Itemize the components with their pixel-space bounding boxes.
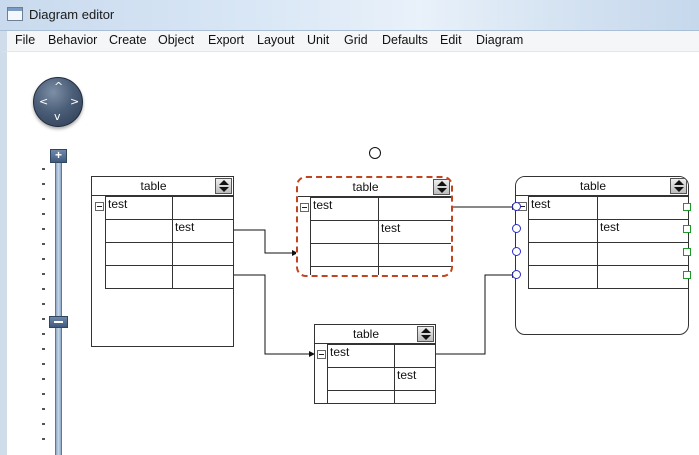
- table-node-header[interactable]: table: [92, 177, 233, 196]
- zoom-tick-mark: [42, 228, 45, 230]
- menu-diagram[interactable]: Diagram: [476, 33, 524, 47]
- table-row: [528, 265, 688, 289]
- expand-collapse-icon[interactable]: [670, 178, 687, 194]
- zoom-tick-mark: [42, 378, 45, 380]
- menu-edit[interactable]: Edit: [440, 33, 462, 47]
- table-node-header[interactable]: table: [516, 177, 688, 196]
- input-port-icon[interactable]: [512, 202, 521, 211]
- table-node-3[interactable]: table test test: [515, 176, 689, 335]
- pan-control[interactable]: ^ v < >: [33, 77, 83, 127]
- table-node-header[interactable]: table: [298, 178, 451, 197]
- table-node-grid: test test: [327, 344, 436, 404]
- table-row: [310, 266, 451, 275]
- table-row: test: [327, 344, 436, 368]
- input-port-icon[interactable]: [512, 270, 521, 279]
- zoom-slider-thumb[interactable]: [49, 316, 68, 328]
- zoom-tick-mark: [42, 288, 45, 290]
- zoom-tick-mark: [42, 333, 45, 335]
- output-port-icon[interactable]: [683, 271, 691, 279]
- zoom-tick-mark: [42, 348, 45, 350]
- zoom-slider-track[interactable]: [55, 160, 62, 455]
- zoom-tick-mark: [42, 198, 45, 200]
- table-node-2-selected[interactable]: table test test: [296, 176, 453, 277]
- menu-create[interactable]: Create: [109, 33, 147, 47]
- zoom-in-button[interactable]: +: [50, 149, 67, 163]
- expand-collapse-icon[interactable]: [417, 326, 434, 342]
- window-left-border: [0, 52, 7, 455]
- menu-unit[interactable]: Unit: [307, 33, 330, 47]
- table-row: test: [327, 367, 436, 391]
- expand-collapse-icon[interactable]: [215, 178, 232, 194]
- table-node-1[interactable]: table test test: [91, 176, 234, 347]
- table-node-4[interactable]: table test test: [314, 324, 436, 404]
- table-node-title: table: [352, 180, 379, 194]
- output-port-icon[interactable]: [683, 203, 691, 211]
- table-row: [327, 390, 436, 404]
- pan-left-arrow-icon[interactable]: <: [39, 95, 49, 108]
- input-port-icon[interactable]: [512, 224, 521, 233]
- rotation-handle-icon[interactable]: [369, 147, 381, 159]
- table-node-title: table: [352, 327, 380, 341]
- table-row: [528, 242, 688, 266]
- table-row: test: [528, 219, 688, 243]
- table-node-grid: test test: [528, 196, 688, 289]
- app-window-icon: [7, 7, 23, 21]
- zoom-tick-mark: [42, 258, 45, 260]
- row-collapse-icon[interactable]: [95, 202, 104, 211]
- table-node-grid: test test: [105, 196, 234, 289]
- output-port-icon[interactable]: [683, 248, 691, 256]
- pan-up-arrow-icon[interactable]: ^: [54, 80, 64, 93]
- window-title: Diagram editor: [29, 7, 115, 22]
- title-bar[interactable]: Diagram editor: [0, 0, 699, 31]
- menu-grid[interactable]: Grid: [344, 33, 368, 47]
- zoom-tick-mark: [42, 393, 45, 395]
- table-row: test: [528, 196, 688, 220]
- table-row: test: [310, 197, 451, 221]
- menu-object[interactable]: Object: [158, 33, 195, 47]
- table-row: [105, 265, 234, 289]
- table-node-header[interactable]: table: [315, 325, 435, 344]
- row-collapse-icon[interactable]: [317, 350, 326, 359]
- row-collapse-icon[interactable]: [300, 203, 309, 212]
- zoom-tick-mark: [42, 168, 45, 170]
- zoom-tick-mark: [42, 318, 45, 320]
- expand-collapse-icon[interactable]: [433, 179, 450, 195]
- menu-behavior[interactable]: Behavior: [48, 33, 98, 47]
- menu-export[interactable]: Export: [208, 33, 245, 47]
- table-row: test: [310, 220, 451, 244]
- menu-file[interactable]: File: [15, 33, 36, 47]
- table-row: [105, 242, 234, 266]
- table-row: test: [105, 219, 234, 243]
- menu-bar: File Behavior Create Object Export Layou…: [0, 31, 699, 52]
- menu-layout[interactable]: Layout: [257, 33, 295, 47]
- table-row: [310, 243, 451, 267]
- pan-down-arrow-icon[interactable]: v: [54, 110, 61, 123]
- zoom-tick-mark: [42, 213, 45, 215]
- zoom-tick-mark: [42, 408, 45, 410]
- input-port-icon[interactable]: [512, 247, 521, 256]
- zoom-tick-mark: [42, 273, 45, 275]
- table-node-grid: test test: [310, 197, 451, 275]
- table-node-title: table: [579, 179, 607, 193]
- zoom-tick-mark: [42, 183, 45, 185]
- zoom-tick-mark: [42, 423, 45, 425]
- zoom-tick-mark: [42, 363, 45, 365]
- pan-right-arrow-icon[interactable]: >: [70, 95, 80, 108]
- zoom-tick-mark: [42, 243, 45, 245]
- table-node-title: table: [140, 179, 167, 193]
- table-row: test: [105, 196, 234, 220]
- menu-defaults[interactable]: Defaults: [382, 33, 428, 47]
- zoom-tick-mark: [42, 438, 45, 440]
- zoom-tick-mark: [42, 303, 45, 305]
- output-port-icon[interactable]: [683, 225, 691, 233]
